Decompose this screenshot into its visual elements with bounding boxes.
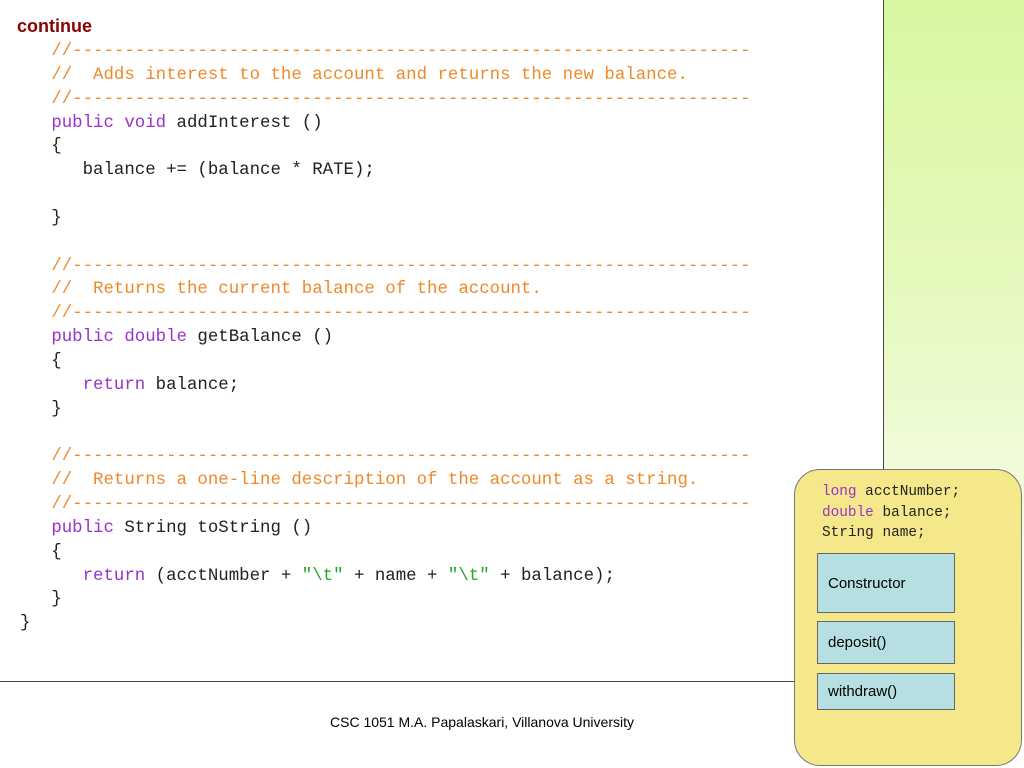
code-comment: // Returns the current balance of the ac… (51, 280, 542, 300)
code-line: return balance; (20, 374, 751, 398)
code-text: addInterest () (166, 113, 323, 133)
code-line: } (20, 612, 751, 636)
code-line: } (20, 588, 751, 612)
code-comment: //--------------------------------------… (51, 304, 751, 324)
code-text: + balance); (489, 566, 615, 586)
code-line: } (20, 398, 751, 422)
code-text (20, 114, 51, 133)
slide-footer: CSC 1051 M.A. Papalaskari, Villanova Uni… (330, 714, 634, 730)
code-text: getBalance () (187, 328, 334, 348)
method-box-withdraw: withdraw() (817, 673, 955, 710)
code-line: //--------------------------------------… (20, 88, 751, 112)
code-keyword: return (82, 566, 146, 586)
field-line: String name; (822, 523, 960, 544)
code-line: public double getBalance () (20, 326, 751, 350)
field-line: double balance; (822, 503, 960, 524)
code-line: { (20, 541, 751, 565)
code-text: { (20, 351, 62, 371)
code-text (114, 328, 124, 347)
code-text: + name + (343, 566, 448, 586)
code-keyword: double (124, 328, 187, 348)
code-text (20, 495, 51, 514)
method-box-deposit: deposit() (817, 621, 955, 664)
code-text: } (20, 614, 31, 634)
code-text: { (20, 542, 62, 562)
code-line: { (20, 350, 751, 374)
code-text: { (20, 137, 62, 157)
code-line: // Returns the current balance of the ac… (20, 278, 751, 302)
code-text (20, 90, 51, 109)
code-comment: //--------------------------------------… (51, 447, 751, 467)
code-line (20, 231, 751, 255)
code-line: balance += (balance * RATE); (20, 159, 751, 183)
code-line: // Returns a one-line description of the… (20, 469, 751, 493)
code-comment: // Adds interest to the account and retu… (51, 65, 688, 85)
code-line: // Adds interest to the account and retu… (20, 64, 751, 88)
code-text: String toString () (113, 518, 313, 538)
code-line: public String toString () (20, 517, 751, 541)
slide-panel: continue //-----------------------------… (0, 0, 884, 682)
class-diagram-card: long acctNumber;double balance;String na… (794, 469, 1022, 766)
code-text (20, 304, 51, 323)
code-text (20, 567, 83, 586)
code-block: //--------------------------------------… (20, 40, 751, 636)
code-text (20, 66, 51, 85)
code-string: "\t" (301, 566, 344, 586)
code-text: } (20, 208, 62, 228)
code-keyword: public (51, 328, 114, 348)
code-text (20, 257, 51, 276)
code-text: balance; (873, 504, 952, 521)
code-text: String name; (822, 525, 926, 541)
code-comment: //--------------------------------------… (51, 42, 751, 61)
code-keyword: void (124, 113, 167, 133)
code-text: } (20, 590, 62, 610)
code-keyword: return (82, 375, 146, 395)
code-line (20, 422, 751, 446)
code-comment: //--------------------------------------… (51, 256, 751, 276)
code-line: //--------------------------------------… (20, 445, 751, 469)
code-text (20, 280, 51, 299)
code-line: public void addInterest () (20, 112, 751, 136)
code-keyword: public (51, 518, 114, 538)
method-box-constructor: Constructor (817, 553, 955, 613)
code-keyword: double (822, 504, 874, 521)
code-comment: //--------------------------------------… (51, 495, 751, 515)
field-line: long acctNumber; (822, 482, 960, 503)
code-text (114, 114, 124, 133)
code-text (20, 471, 51, 490)
code-text: (acctNumber + (145, 566, 302, 586)
code-text: } (20, 399, 62, 419)
code-text: acctNumber; (856, 484, 961, 500)
code-line (20, 183, 751, 207)
code-text: balance; (145, 375, 240, 395)
code-comment: //--------------------------------------… (51, 89, 751, 109)
code-line: //--------------------------------------… (20, 40, 751, 64)
code-text (20, 519, 51, 538)
code-text: balance += (balance * RATE); (20, 161, 375, 181)
code-text (20, 376, 83, 395)
code-keyword: public (51, 113, 114, 133)
code-line: { (20, 135, 751, 159)
code-line: //--------------------------------------… (20, 255, 751, 279)
slide-heading: continue (17, 16, 92, 36)
code-line: //--------------------------------------… (20, 302, 751, 326)
code-text (20, 447, 51, 466)
code-line: } (20, 207, 751, 231)
code-comment: // Returns a one-line description of the… (51, 471, 699, 491)
code-text (20, 42, 51, 61)
code-keyword: long (822, 484, 857, 500)
code-line: return (acctNumber + "\t" + name + "\t" … (20, 565, 751, 589)
class-fields: long acctNumber;double balance;String na… (822, 482, 960, 544)
code-string: "\t" (447, 566, 490, 586)
code-line: //--------------------------------------… (20, 493, 751, 517)
code-text (20, 328, 51, 347)
